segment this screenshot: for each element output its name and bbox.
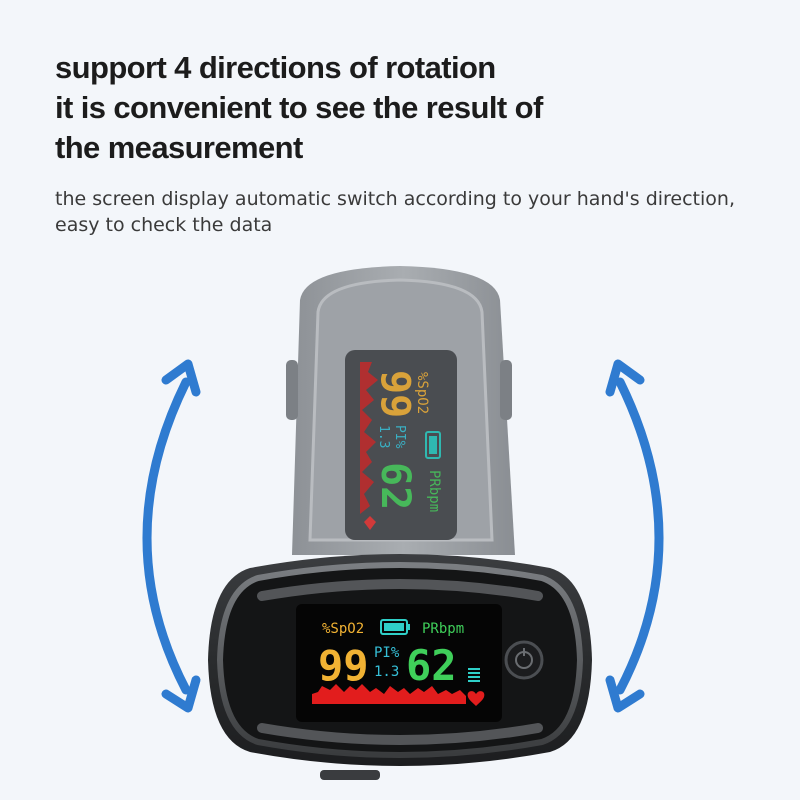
spo2-value: 99 — [318, 641, 369, 690]
pulse-waveform — [312, 684, 466, 704]
heart-icon — [467, 691, 485, 706]
headline-line-1: support 4 directions of rotation — [55, 50, 496, 85]
rotated-screen — [345, 350, 457, 540]
rotated-spo2-value: 99 — [372, 370, 418, 418]
headline: support 4 directions of rotation it is c… — [55, 48, 543, 168]
rotated-heart-icon — [364, 516, 376, 530]
side-button — [500, 360, 512, 420]
oximeter-rotated: %SpO2 PRbpm 99 PI% 1.3 62 — [286, 266, 515, 555]
pr-value: 62 — [406, 641, 457, 690]
spo2-label: %SpO2 — [322, 621, 364, 637]
bottom-clip — [320, 770, 380, 780]
battery-icon — [380, 619, 410, 635]
side-button — [286, 360, 298, 420]
oximeter-front — [208, 554, 592, 780]
left-rotation-arrow-icon — [142, 359, 201, 713]
bargraph-icon — [468, 668, 480, 682]
rotated-waveform — [360, 362, 378, 514]
rotated-spo2-label: %SpO2 — [414, 372, 430, 414]
rotated-pr-value: 62 — [372, 462, 418, 510]
power-button-icon[interactable] — [504, 640, 544, 680]
right-rotation-arrow-icon — [605, 359, 664, 713]
subtext: the screen display automatic switch acco… — [55, 186, 755, 238]
pi-value: 1.3 — [374, 664, 399, 680]
rotated-pi-value: 1.3 — [376, 425, 391, 448]
rotated-pi-label: PI% — [392, 425, 407, 449]
pi-label: PI% — [374, 645, 400, 661]
rotated-battery-icon — [425, 431, 441, 459]
headline-line-3: the measurement — [55, 130, 303, 165]
subtext-line-2: easy to check the data — [55, 214, 273, 236]
pr-label: PRbpm — [422, 621, 464, 637]
subtext-line-1: the screen display automatic switch acco… — [55, 188, 735, 210]
headline-line-2: it is convenient to see the result of — [55, 90, 543, 125]
rotated-pr-label: PRbpm — [426, 470, 442, 512]
